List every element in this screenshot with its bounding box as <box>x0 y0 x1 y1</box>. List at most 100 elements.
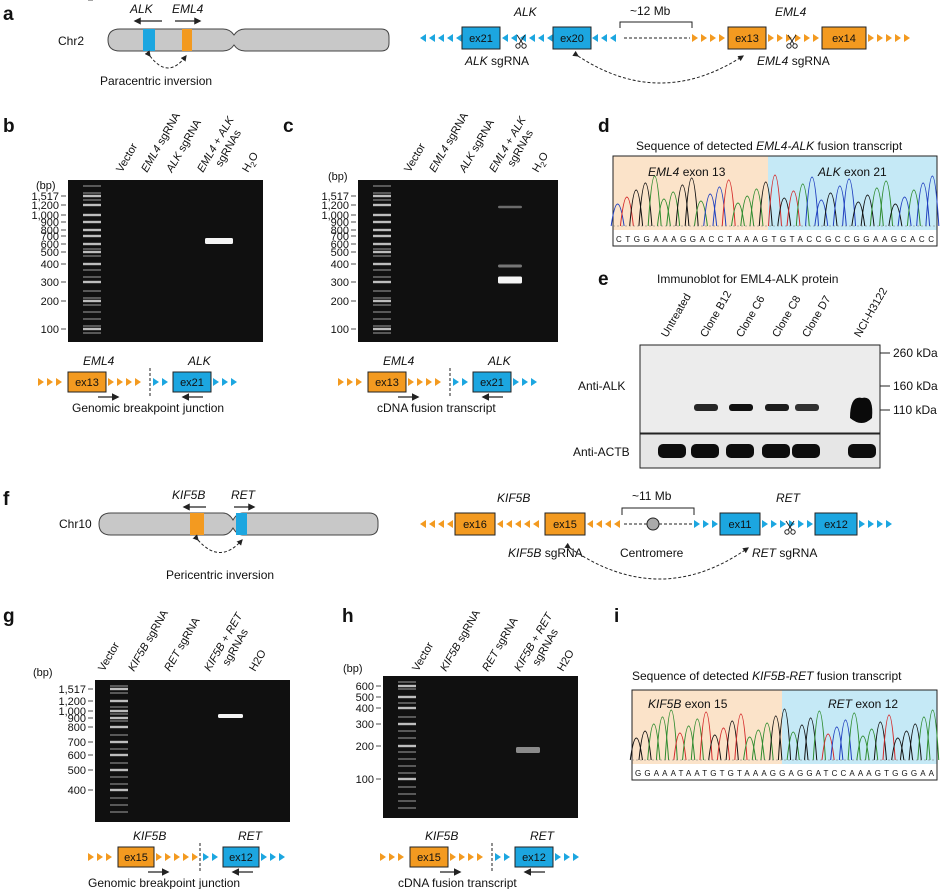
panel-letter: g <box>3 606 15 627</box>
gel-band <box>516 747 540 753</box>
ladder-label: 1,000 <box>321 210 349 222</box>
ladder-label: 500 <box>356 692 374 704</box>
strand-chevron <box>712 520 718 528</box>
strand-chevron <box>886 34 892 42</box>
gene-label: EML4 <box>172 2 204 16</box>
ladder-label: 300 <box>68 0 86 3</box>
ladder-band <box>373 299 391 303</box>
exon-label: ex21 <box>469 33 493 45</box>
panel-title: Sequence of detected EML4-ALK fusion tra… <box>636 139 903 153</box>
strand-chevron <box>156 853 162 861</box>
caption: Genomic breakpoint junction <box>72 401 224 415</box>
trace-peak <box>860 194 875 227</box>
strand-chevron <box>261 853 267 861</box>
blot-band <box>850 397 873 423</box>
strand-chevron <box>438 34 444 42</box>
ladder-band <box>83 185 101 187</box>
distance-bracket <box>621 507 695 515</box>
panel-f: f Chr10 KIF5B RET Pericentric inversion … <box>3 488 892 582</box>
ladder-band <box>110 804 128 806</box>
inversion-arrow <box>564 542 749 580</box>
trace-peak <box>777 197 792 227</box>
gene-label: ALK <box>187 354 212 368</box>
trace-peak <box>917 716 931 761</box>
panel-title: Sequence of detected KIF5B-RET fusion tr… <box>632 669 902 683</box>
ladder-band <box>83 199 101 201</box>
strand-chevron <box>703 520 709 528</box>
ladder-label: 700 <box>41 231 59 243</box>
trace-peak <box>730 202 745 227</box>
gel-band <box>498 205 522 209</box>
exon-label: ex21 <box>180 377 204 389</box>
inversion-label: Pericentric inversion <box>166 568 274 582</box>
strand-chevron <box>694 520 700 528</box>
gene-label: EML4 <box>383 354 415 368</box>
inversion-arrow <box>144 50 187 69</box>
lane-label: KIF5B sgRNA <box>438 608 483 674</box>
panel-letter: c <box>283 116 294 137</box>
strand-chevron <box>504 853 510 861</box>
lane-label: Vector <box>114 141 140 174</box>
lane-label: Vector <box>410 640 436 673</box>
blot-band <box>762 444 790 458</box>
ladder-label: 800 <box>331 225 349 237</box>
ladder-band <box>398 716 416 718</box>
ladder-label: 1,517 <box>31 191 59 203</box>
distance-label: ~12 Mb <box>630 4 671 18</box>
trace-peak <box>851 201 866 227</box>
exon-box <box>727 26 767 50</box>
strand-chevron <box>555 853 561 861</box>
trace-peak <box>842 178 857 227</box>
strand-chevron <box>529 34 535 42</box>
strand-chevron <box>506 520 512 528</box>
ladder-band <box>373 185 391 187</box>
gene-label: KIF5B <box>425 829 458 843</box>
ladder-band <box>373 318 391 320</box>
strand-chevron <box>88 853 94 861</box>
strand-chevron <box>97 853 103 861</box>
strand-chevron <box>596 520 602 528</box>
exon-box <box>821 26 867 50</box>
ladder-band <box>83 213 101 217</box>
strand-chevron <box>126 378 132 386</box>
panel-letter: e <box>598 269 609 290</box>
ladder-label: 1,200 <box>58 696 86 708</box>
strand-chevron <box>429 34 435 42</box>
strand-chevron <box>426 378 432 386</box>
strand-chevron <box>710 34 716 42</box>
ladder-label: 400 <box>356 703 374 715</box>
strand-chevron <box>435 378 441 386</box>
trace-peak <box>655 716 670 761</box>
strand-chevron <box>429 520 435 528</box>
trace-peak <box>760 722 774 761</box>
strand-chevron <box>447 34 453 42</box>
ladder-band <box>373 228 391 232</box>
exon-box <box>461 26 501 50</box>
ladder-band <box>398 758 416 760</box>
trace-peak <box>879 180 894 227</box>
strand-chevron <box>222 378 228 386</box>
ladder-band <box>83 262 101 266</box>
strand-chevron <box>762 520 768 528</box>
base-calls: GGAAATAATGTGTAAAGGAGGATCCAAAGTGGGAA <box>635 769 935 778</box>
exon-box <box>222 846 260 868</box>
exon-label: ex21 <box>480 377 504 389</box>
trace-peak <box>629 189 644 227</box>
blot-band <box>691 444 719 458</box>
lane-label: H2O <box>555 648 577 674</box>
caption: Genomic breakpoint junction <box>88 876 240 889</box>
trace-peak <box>768 174 782 227</box>
caption: cDNA fusion transcript <box>398 876 517 889</box>
trace-peak <box>786 190 801 227</box>
strand-chevron <box>795 34 801 42</box>
ladder-band <box>110 734 128 736</box>
ladder-label: 400 <box>41 259 59 271</box>
gel-band <box>498 276 522 284</box>
trace-peak <box>638 730 652 761</box>
inversion-arrow <box>572 50 745 84</box>
exon-label: ex12 <box>522 852 546 864</box>
